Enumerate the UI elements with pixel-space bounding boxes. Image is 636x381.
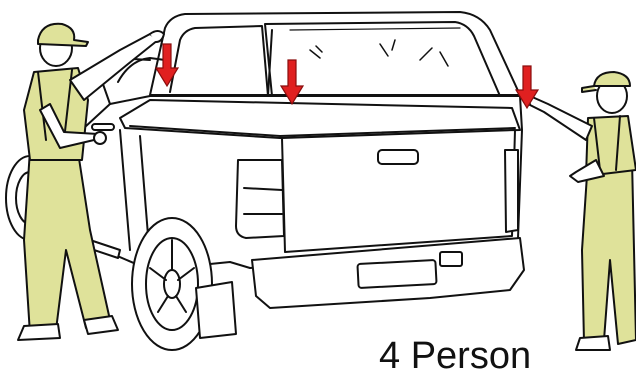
person-count-caption: 4 Person [379, 336, 531, 376]
worker-right [524, 72, 636, 350]
worker-right-overalls [582, 160, 636, 344]
taillight-right [505, 150, 518, 232]
worker-left-cap [38, 24, 88, 46]
worker-right-cap [594, 72, 630, 86]
taillight-left [236, 160, 284, 238]
tailgate [282, 130, 515, 252]
